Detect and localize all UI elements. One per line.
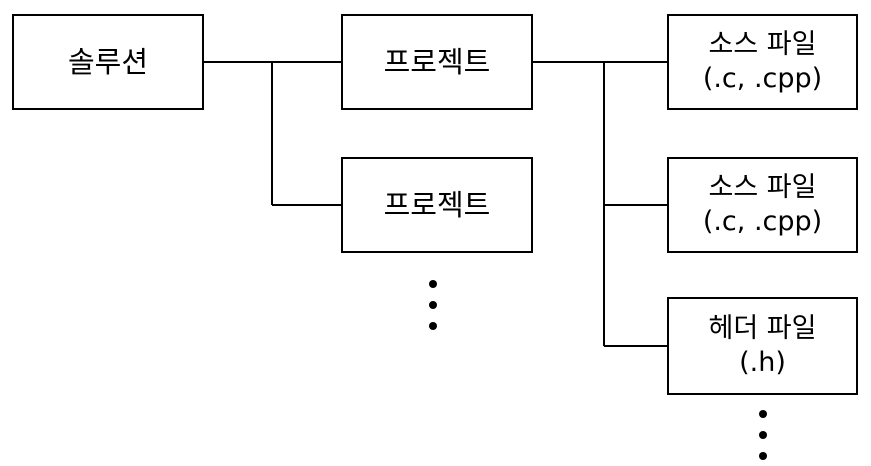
- node-header-file-extensions: (.h): [739, 347, 786, 378]
- node-project-2-label: 프로젝트: [383, 187, 491, 222]
- node-project-1: 프로젝트: [341, 14, 533, 110]
- node-solution: 솔루션: [12, 14, 204, 110]
- node-header-file-title: 헤더 파일: [708, 313, 817, 345]
- node-source-file-2-extensions: (.c, .cpp): [702, 206, 823, 237]
- continuation-ellipsis-files: [759, 410, 767, 460]
- node-source-file-2-title: 소스 파일: [708, 172, 817, 204]
- node-source-file-1: 소스 파일 (.c, .cpp): [667, 14, 858, 110]
- node-solution-label: 솔루션: [67, 44, 149, 79]
- node-header-file: 헤더 파일 (.h): [667, 297, 858, 395]
- continuation-ellipsis-projects: [429, 280, 437, 330]
- node-source-file-1-title: 소스 파일: [708, 29, 817, 61]
- node-source-file-2: 소스 파일 (.c, .cpp): [667, 157, 858, 253]
- node-source-file-1-extensions: (.c, .cpp): [702, 63, 823, 94]
- node-project-2: 프로젝트: [341, 157, 533, 253]
- node-project-1-label: 프로젝트: [383, 44, 491, 79]
